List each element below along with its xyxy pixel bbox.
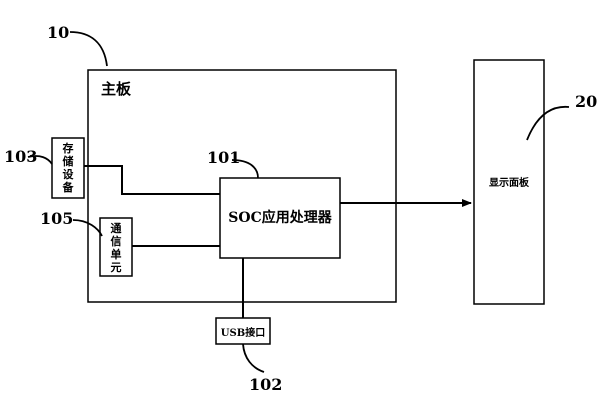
leader-comm: [72, 219, 103, 237]
display-panel-label: 显示面板: [489, 176, 530, 189]
comm-char: 信: [111, 234, 122, 248]
ref-soc: 101: [207, 148, 240, 167]
ref-storage: 103: [4, 147, 37, 166]
ref-display: 20: [575, 92, 597, 111]
storage-char: 储: [63, 154, 74, 168]
soc-processor-label: SOC应用处理器: [228, 209, 332, 226]
usb-interface-label: USB接口: [221, 326, 265, 339]
usb-interface-box: [215, 317, 271, 345]
comm-unit-box: [99, 217, 133, 277]
mainboard-label: 主板: [101, 80, 132, 98]
storage-char: 设: [63, 167, 75, 181]
comm-char: 元: [111, 261, 122, 274]
leader-display: [526, 106, 570, 141]
storage-device-box: [51, 137, 85, 199]
comm-unit-label: 通 信 单 元: [111, 222, 122, 274]
ref-mainboard: 10: [47, 23, 69, 42]
ref-usb: 102: [249, 375, 282, 394]
leader-soc: [231, 159, 259, 179]
comm-char: 通: [111, 222, 122, 235]
storage-char: 存: [63, 141, 74, 155]
display-panel-box: [473, 59, 545, 305]
storage-device-label: 存 储 设 备: [62, 141, 75, 194]
leader-mainboard: [69, 31, 108, 67]
storage-to-soc-line: [84, 165, 220, 195]
ref-comm: 105: [40, 209, 73, 228]
storage-char: 备: [62, 180, 75, 194]
comm-char: 单: [111, 247, 122, 261]
leader-storage: [27, 155, 53, 165]
leader-usb: [242, 343, 265, 373]
soc-processor-box: [219, 177, 341, 259]
